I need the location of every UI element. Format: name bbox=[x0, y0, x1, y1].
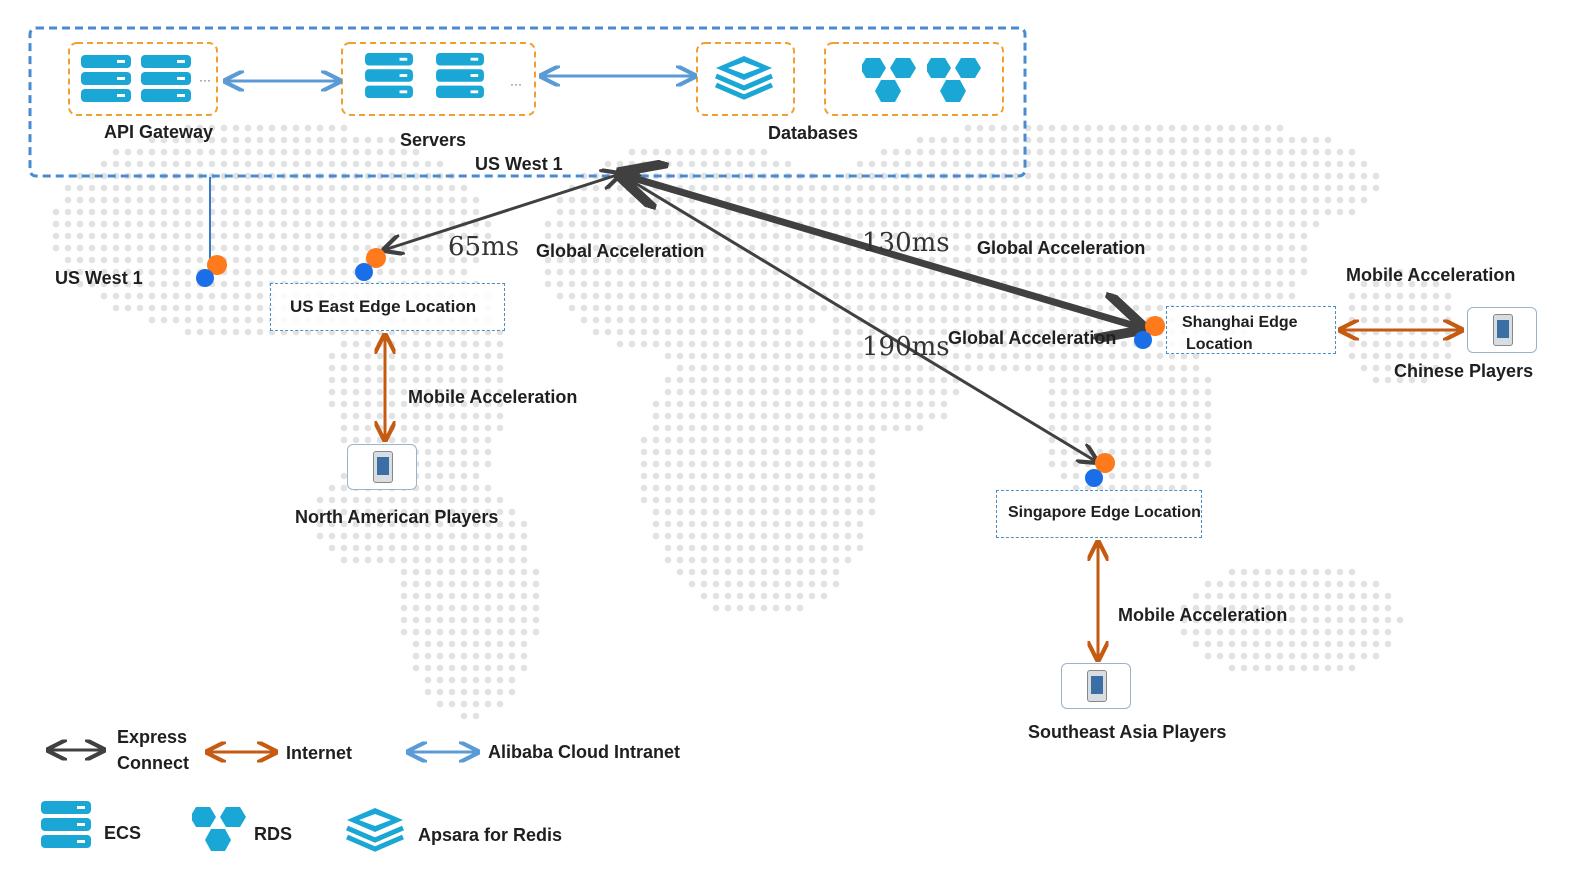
svg-text:···: ··· bbox=[510, 77, 522, 91]
servers-label: Servers bbox=[400, 130, 467, 150]
legend-intranet-label: Alibaba Cloud Intranet bbox=[488, 742, 681, 762]
api-gateway-label: API Gateway bbox=[104, 122, 214, 142]
svg-text:···: ··· bbox=[199, 73, 211, 87]
mobile-acceleration-southeast-asia: Mobile Acceleration bbox=[1118, 605, 1288, 625]
shanghai-edge-location: Shanghai Edge Location bbox=[1166, 306, 1336, 354]
latency-shanghai: 130ms bbox=[862, 228, 950, 258]
databases-label: Databases bbox=[768, 123, 859, 143]
express-connect-singapore bbox=[620, 174, 1097, 462]
shanghai-edge-label-line1: Shanghai Edge bbox=[1182, 314, 1298, 331]
node-us-east bbox=[355, 248, 386, 281]
node-us-west bbox=[196, 255, 227, 287]
legend-rds-label: RDS bbox=[254, 824, 293, 844]
chinese-players-label: Chinese Players bbox=[1394, 361, 1534, 381]
mobile-acceleration-china: Mobile Acceleration bbox=[1346, 265, 1516, 285]
legend-express-connect-line2: Connect bbox=[117, 753, 189, 773]
legend-ecs-label: ECS bbox=[104, 823, 142, 843]
mobile-acceleration-north-america: Mobile Acceleration bbox=[408, 387, 578, 407]
singapore-edge-location: Singapore Edge Location bbox=[996, 490, 1202, 538]
node-singapore bbox=[1085, 453, 1115, 487]
global-acceleration-singapore: Global Acceleration bbox=[948, 328, 1117, 348]
ecs-icon bbox=[365, 53, 413, 99]
latency-singapore: 190ms bbox=[862, 332, 950, 362]
region-title: US West 1 bbox=[475, 154, 563, 174]
us-east-edge-location: US East Edge Location bbox=[270, 283, 505, 331]
phone-icon bbox=[1061, 663, 1131, 709]
express-connect-us-east bbox=[384, 174, 620, 250]
southeast-asia-players-label: Southeast Asia Players bbox=[1028, 722, 1227, 742]
node-shanghai bbox=[1134, 316, 1165, 349]
legend-redis-label: Apsara for Redis bbox=[418, 825, 563, 845]
latency-us-east: 65ms bbox=[448, 232, 520, 262]
us-west-label: US West 1 bbox=[55, 268, 143, 288]
phone-icon bbox=[1467, 307, 1537, 353]
shanghai-edge-label-line2: Location bbox=[1186, 336, 1253, 353]
rds-icon bbox=[192, 807, 246, 851]
ecs-icon bbox=[436, 53, 484, 99]
ecs-icon bbox=[41, 801, 91, 848]
legend-internet-label: Internet bbox=[286, 743, 353, 763]
global-acceleration-shanghai: Global Acceleration bbox=[977, 238, 1146, 258]
phone-icon bbox=[347, 444, 417, 490]
rds-box bbox=[824, 42, 1004, 116]
redis-icon bbox=[347, 808, 403, 849]
global-acceleration-us-east: Global Acceleration bbox=[536, 241, 705, 261]
legend-express-connect-line1: Express bbox=[117, 727, 188, 747]
us-east-edge-label: US East Edge Location bbox=[290, 297, 477, 316]
ecs-icon bbox=[81, 55, 131, 102]
ecs-icon bbox=[141, 55, 191, 102]
north-american-players-label: North American Players bbox=[295, 507, 499, 527]
singapore-edge-label: Singapore Edge Location bbox=[1008, 504, 1201, 521]
